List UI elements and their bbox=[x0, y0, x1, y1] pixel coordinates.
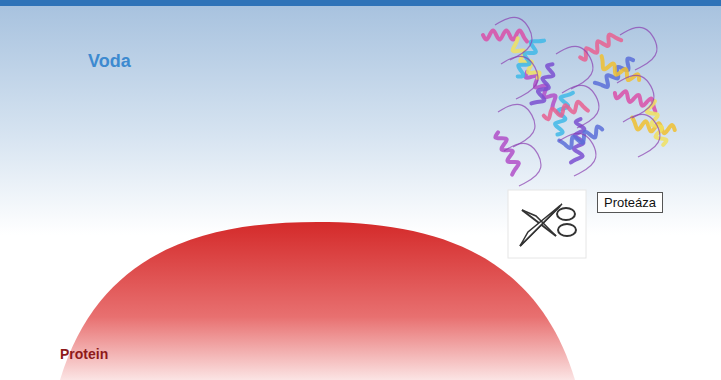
protein-ribbon bbox=[544, 102, 588, 120]
protein-dome-shape bbox=[60, 222, 575, 380]
protease-structure bbox=[483, 17, 675, 186]
protease-label-box: Proteáza bbox=[597, 192, 663, 213]
protein-coil bbox=[498, 104, 535, 147]
protein-ribbon bbox=[495, 132, 518, 174]
protein-ribbon bbox=[531, 64, 553, 103]
node-text: Proteáza bbox=[604, 195, 656, 210]
protein-dome: Protein bbox=[60, 222, 575, 380]
protein-coil bbox=[620, 27, 657, 70]
protein-coil bbox=[623, 114, 660, 157]
protein-ribbon bbox=[483, 30, 527, 41]
protein-ribbon bbox=[647, 101, 667, 145]
node-text: Protein bbox=[60, 346, 108, 362]
protein-coil bbox=[617, 75, 654, 118]
protein-ribbon bbox=[518, 41, 544, 77]
protein-coil bbox=[504, 143, 541, 186]
protein-coil bbox=[495, 17, 532, 60]
top-bar bbox=[0, 0, 721, 6]
water-region: Voda bbox=[0, 6, 721, 220]
protein-coil bbox=[559, 133, 596, 176]
protein-coil bbox=[562, 85, 599, 128]
water-ground bbox=[0, 0, 721, 235]
node-text: Voda bbox=[88, 51, 131, 72]
scissors-icon bbox=[508, 190, 586, 258]
protein-coil bbox=[501, 56, 538, 99]
protein-coil bbox=[556, 46, 593, 89]
protein-ribbon bbox=[602, 56, 640, 80]
